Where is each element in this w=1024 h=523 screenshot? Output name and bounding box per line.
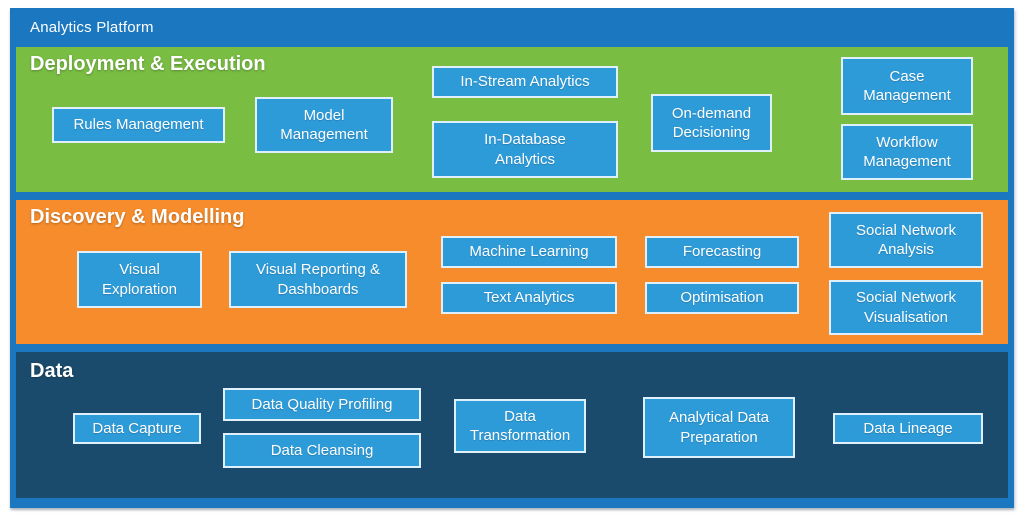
diagram-title: Analytics Platform [30, 19, 154, 36]
box-optimisation: Optimisation [645, 282, 799, 314]
box-data-capture: Data Capture [73, 413, 201, 444]
layer-data-header: Data [30, 360, 74, 382]
box-model-management: Model Management [255, 97, 393, 153]
box-data-transformation: Data Transformation [454, 399, 586, 453]
platform-frame: Analytics Platform Deployment & Executio… [10, 8, 1014, 508]
box-in-stream-analytics: In-Stream Analytics [432, 66, 618, 98]
box-data-lineage: Data Lineage [833, 413, 983, 444]
layer-deployment-execution: Deployment & Execution Rules Management … [16, 47, 1008, 192]
box-data-cleansing: Data Cleansing [223, 433, 421, 468]
layer-discovery-modelling: Discovery & Modelling Visual Exploration… [16, 200, 1008, 344]
box-in-database-analytics: In-Database Analytics [432, 121, 618, 178]
box-rules-management: Rules Management [52, 107, 225, 143]
box-workflow-management: Workflow Management [841, 124, 973, 180]
layer-deployment-execution-header: Deployment & Execution [30, 53, 266, 75]
box-social-network-analysis: Social Network Analysis [829, 212, 983, 268]
box-visual-reporting-dashboards: Visual Reporting & Dashboards [229, 251, 407, 308]
box-text-analytics: Text Analytics [441, 282, 617, 314]
box-on-demand-decisioning: On-demand Decisioning [651, 94, 772, 152]
box-social-network-visualisation: Social Network Visualisation [829, 280, 983, 335]
box-machine-learning: Machine Learning [441, 236, 617, 268]
box-data-quality-profiling: Data Quality Profiling [223, 388, 421, 421]
box-visual-exploration: Visual Exploration [77, 251, 202, 308]
box-case-management: Case Management [841, 57, 973, 115]
layer-data: Data Data Capture Data Quality Profiling… [16, 352, 1008, 498]
box-forecasting: Forecasting [645, 236, 799, 268]
layer-discovery-modelling-header: Discovery & Modelling [30, 206, 245, 228]
box-analytical-data-preparation: Analytical Data Preparation [643, 397, 795, 458]
